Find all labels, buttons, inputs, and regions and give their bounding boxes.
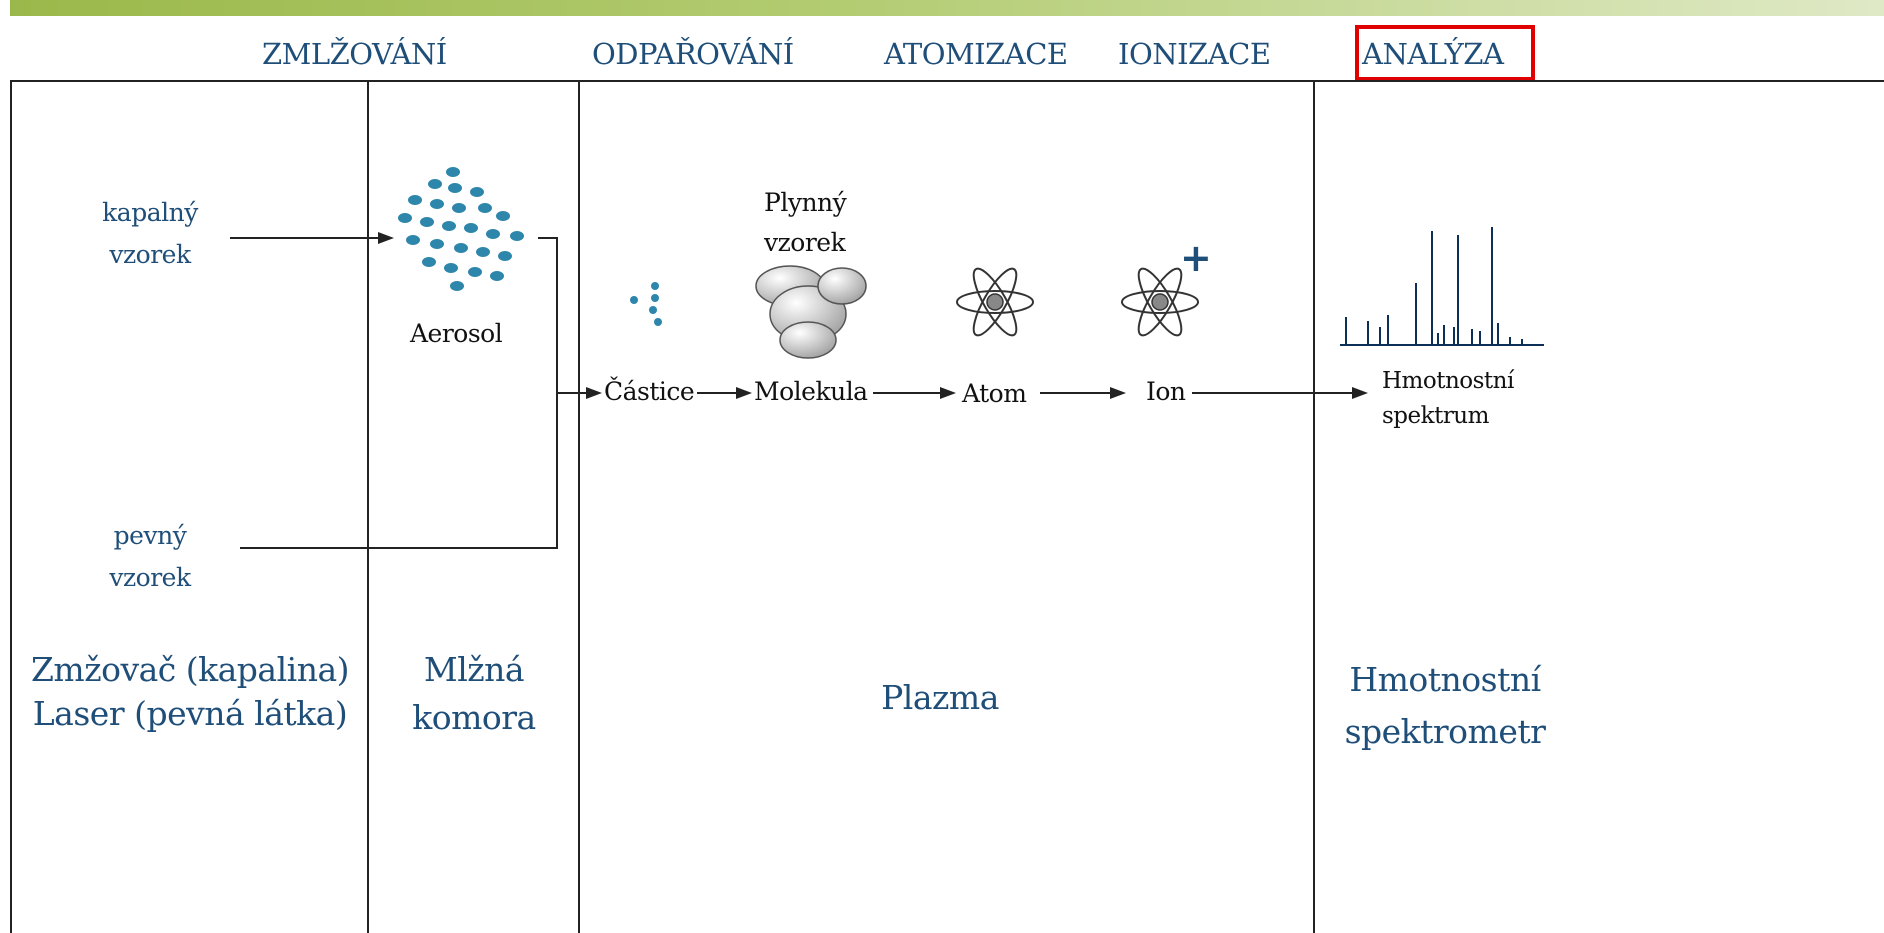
stage-ionizace: IONIZACE	[1118, 37, 1271, 71]
mass-spectrum-icon	[1340, 227, 1544, 346]
molecule-icon	[755, 265, 867, 359]
nebulizer-label-2: Laser (pevná látka)	[32, 694, 348, 733]
mass-spectrometer-label-2: spektrometr	[1344, 712, 1546, 751]
arrow-ion-spectrum	[1192, 392, 1354, 394]
spray-chamber-label-1: Mlžná	[423, 650, 525, 689]
gas-sample-label-2: vzorek	[764, 228, 846, 257]
nebulizer-label-1: Zmžovač (kapalina)	[30, 650, 350, 689]
liquid-sample-arrowhead	[378, 232, 394, 244]
solid-sample-line	[240, 547, 558, 549]
arrow-molecule-atom	[873, 392, 941, 394]
mass-spectrometer-label-1: Hmotnostní	[1349, 660, 1541, 699]
flow-arrowhead-plasma	[586, 387, 602, 399]
molecule-label: Molekula	[754, 377, 868, 406]
aerosol-label: Aerosol	[410, 319, 503, 348]
aerosol-outlet-line	[538, 237, 558, 239]
gas-sample-label-1: Plynný	[764, 188, 847, 217]
left-margin	[0, 0, 10, 933]
stage-odparovani: ODPAŘOVÁNÍ	[592, 37, 794, 71]
arrowhead-atom	[940, 387, 956, 399]
frame-left-line	[10, 80, 12, 933]
plasma-label: Plazma	[881, 678, 999, 717]
arrow-particle-molecule	[697, 392, 739, 394]
stage-atomizace: ATOMIZACE	[884, 37, 1068, 71]
spray-chamber-label-2: komora	[412, 698, 536, 737]
stage-zmlzovani: ZMLŽOVÁNÍ	[262, 37, 447, 71]
atom-label: Atom	[962, 379, 1027, 408]
particle-icon	[630, 282, 662, 326]
particle-label: Částice	[604, 377, 695, 406]
liquid-sample-arrow-line	[230, 237, 380, 239]
divider-nebulizer-chamber	[367, 80, 369, 933]
ion-icon	[1121, 267, 1199, 337]
arrow-atom-ion	[1040, 392, 1112, 394]
stage-analyza: ANALÝZA	[1362, 37, 1504, 71]
liquid-sample-label-2: vzorek	[109, 240, 191, 269]
top-accent-bar	[0, 0, 1884, 16]
ion-label: Ion	[1146, 377, 1186, 406]
divider-plasma-ms	[1313, 80, 1315, 933]
frame-top-line	[10, 80, 1884, 82]
spectrum-label-2: spektrum	[1382, 403, 1489, 429]
solid-sample-label-1: pevný	[113, 521, 187, 550]
atom-icon	[956, 267, 1034, 337]
arrowhead-ion	[1110, 387, 1126, 399]
arrowhead-spectrum	[1352, 387, 1368, 399]
spectrum-label-1: Hmotnostní	[1382, 368, 1514, 394]
flow-arrow-into-plasma	[558, 392, 588, 394]
analyza-highlight-box	[1355, 25, 1535, 81]
solid-sample-label-2: vzorek	[109, 563, 191, 592]
ion-charge-plus: +	[1180, 236, 1212, 280]
aerosol-cloud-icon	[398, 167, 524, 291]
divider-chamber-plasma	[578, 80, 580, 933]
merge-vertical-line	[556, 237, 558, 549]
liquid-sample-label-1: kapalný	[102, 198, 198, 227]
arrowhead-molecule	[736, 387, 752, 399]
